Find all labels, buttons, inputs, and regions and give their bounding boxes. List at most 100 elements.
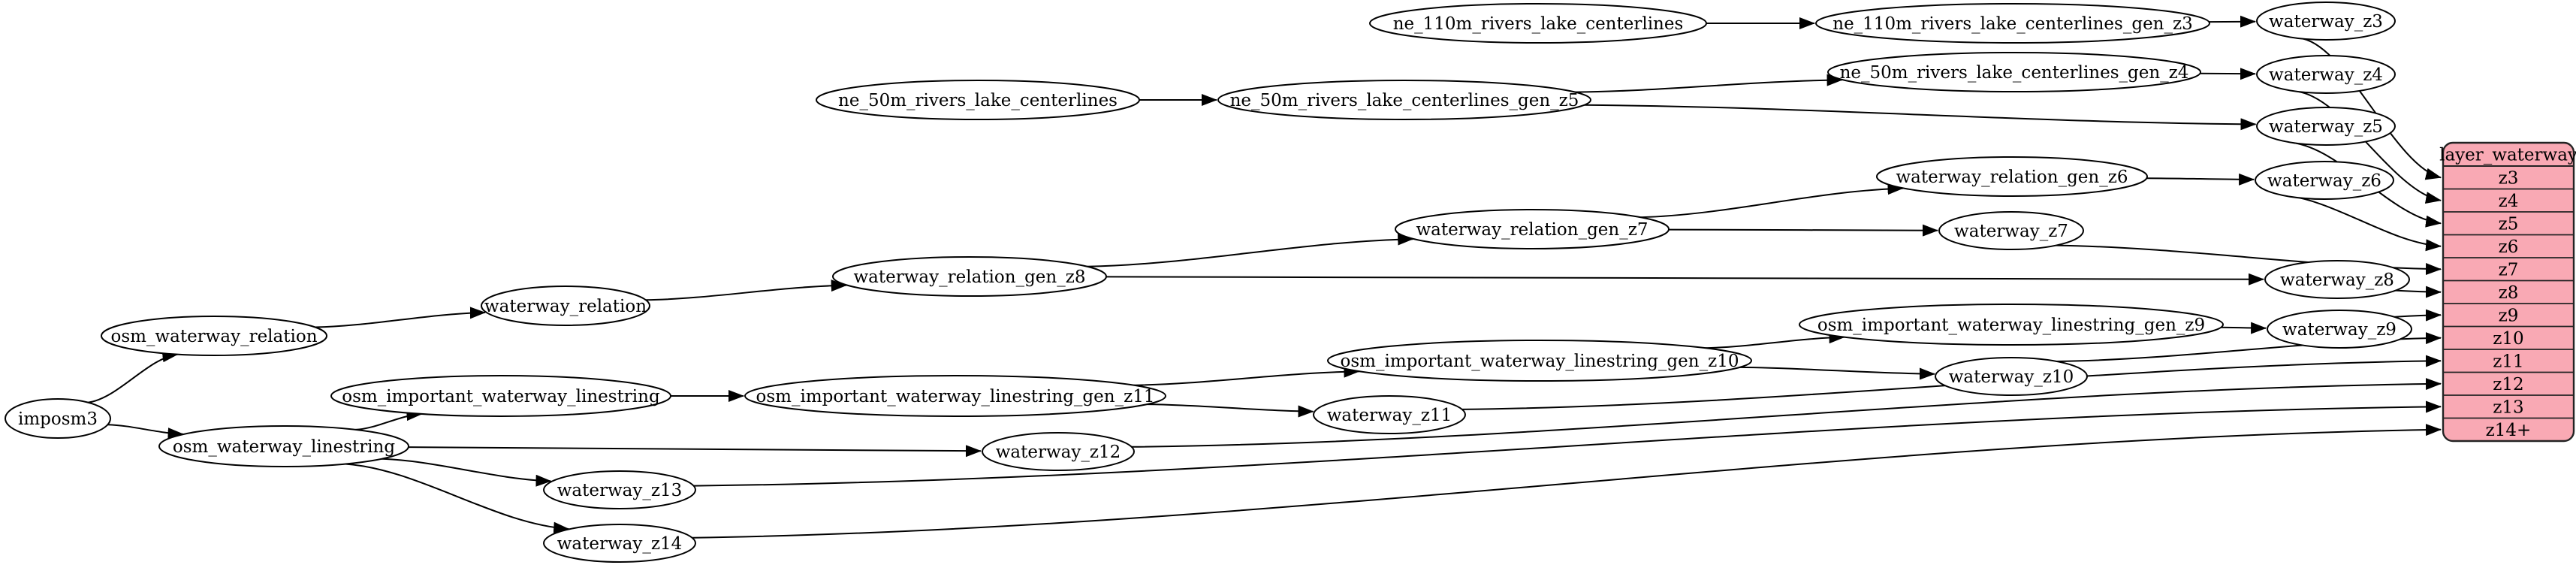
edge-osm_important_waterway_linestring_gen_z11-to-osm_important_waterway_linestring_gen_z10 (1133, 365, 1360, 386)
node-ellipse-ne_110m_rivers_lake_centerlines_gen_z3 (1815, 3, 2210, 44)
node-label-waterway_z14: waterway_z14 (557, 534, 683, 554)
node-waterway_z11: waterway_z11 (1313, 395, 1466, 434)
node-label-osm_important_waterway_linestring_gen_z11: osm_important_waterway_linestring_gen_z1… (756, 387, 1155, 406)
node-label-osm_waterway_relation: osm_waterway_relation (110, 327, 317, 346)
edge-waterway_z6-to-layer_waterway-z6 (2280, 194, 2442, 252)
node-label-waterway_z12: waterway_z12 (996, 443, 1121, 462)
edge-waterway_relation_gen_z8-to-waterway_relation_gen_z7 (1087, 233, 1414, 267)
record-title: layer_waterway (2439, 146, 2576, 165)
node-label-waterway_relation_gen_z7: waterway_relation_gen_z7 (1416, 220, 1648, 240)
node-ellipse-osm_important_waterway_linestring_gen_z10 (1327, 340, 1752, 382)
record-row-z4: z4 (2499, 192, 2519, 211)
node-ellipse-waterway_z10 (1935, 357, 2088, 396)
node-ellipse-waterway_z8 (2264, 260, 2410, 299)
node-osm_important_waterway_linestring_gen_z10: osm_important_waterway_linestring_gen_z1… (1327, 340, 1752, 382)
node-ellipse-waterway_relation_gen_z7 (1395, 209, 1670, 249)
node-imposm3: imposm3 (5, 398, 111, 439)
edge-imposm3-to-osm_waterway_linestring (107, 424, 184, 440)
record-layer-waterway (2442, 141, 2575, 443)
node-ellipse-waterway_z7 (1938, 211, 2084, 250)
edge-imposm3-to-osm_waterway_relation (88, 350, 179, 403)
node-ellipse-waterway_z4 (2256, 55, 2396, 94)
node-osm_important_waterway_linestring_gen_z9: osm_important_waterway_linestring_gen_z9 (1799, 304, 2224, 346)
record-layer: layer_waterwayz3z4z5z6z7z8z9z10z11z12z13… (2439, 141, 2576, 443)
edge-waterway_z14-to-layer_waterway-z14+ (692, 424, 2442, 539)
record-row-z3: z3 (2499, 168, 2519, 188)
node-ellipse-waterway_z9 (2267, 310, 2412, 349)
edge-osm_waterway_relation-to-waterway_relation (315, 307, 486, 328)
node-label-waterway_z4: waterway_z4 (2269, 65, 2383, 85)
node-label-waterway_z7: waterway_z7 (1954, 222, 2068, 241)
node-waterway_z12: waterway_z12 (982, 432, 1135, 471)
node-label-ne_110m_rivers_lake_centerlines: ne_110m_rivers_lake_centerlines (1393, 14, 1684, 34)
node-label-waterway_relation_gen_z8: waterway_relation_gen_z8 (854, 267, 1086, 287)
node-label-waterway_z13: waterway_z13 (557, 481, 683, 500)
node-ellipse-waterway_z3 (2256, 2, 2396, 41)
node-ellipse-waterway_z14 (543, 524, 696, 563)
node-ellipse-waterway_relation_gen_z6 (1876, 156, 2148, 197)
record-row-z9: z9 (2499, 306, 2519, 325)
node-label-ne_50m_rivers_lake_centerlines: ne_50m_rivers_lake_centerlines (838, 91, 1118, 110)
node-label-waterway_z3: waterway_z3 (2269, 12, 2383, 32)
node-waterway_z10: waterway_z10 (1935, 357, 2088, 396)
node-label-osm_waterway_linestring: osm_waterway_linestring (173, 437, 395, 457)
node-label-waterway_z5: waterway_z5 (2269, 117, 2383, 137)
edge-osm_waterway_linestring-to-waterway_z14 (345, 463, 570, 534)
node-label-waterway_z9: waterway_z9 (2282, 320, 2397, 340)
edge-osm_important_waterway_linestring_gen_z11-to-waterway_z11 (1147, 403, 1314, 418)
node-waterway_z8: waterway_z8 (2264, 260, 2410, 299)
node-waterway_relation_gen_z6: waterway_relation_gen_z6 (1876, 156, 2148, 197)
edge-osm_waterway_linestring-to-osm_important_waterway_linestring (355, 409, 423, 431)
node-label-waterway_z6: waterway_z6 (2267, 171, 2381, 191)
node-label-ne_50m_rivers_lake_centerlines_gen_z4: ne_50m_rivers_lake_centerlines_gen_z4 (1840, 63, 2189, 83)
node-label-waterway_z11: waterway_z11 (1327, 406, 1452, 425)
node-ellipse-waterway_z6 (2255, 161, 2394, 200)
node-ne_50m_rivers_lake_centerlines_gen_z5: ne_50m_rivers_lake_centerlines_gen_z5 (1217, 80, 1591, 120)
node-ellipse-osm_important_waterway_linestring (330, 375, 671, 417)
node-ellipse-waterway_z13 (543, 470, 696, 509)
node-osm_important_waterway_linestring_gen_z11: osm_important_waterway_linestring_gen_z1… (744, 375, 1166, 417)
node-ellipse-ne_50m_rivers_lake_centerlines_gen_z4 (1827, 52, 2201, 92)
node-osm_waterway_linestring: osm_waterway_linestring (158, 425, 409, 467)
edge-waterway_relation_gen_z8-to-waterway_z8 (1106, 273, 2264, 286)
node-ellipse-ne_110m_rivers_lake_centerlines (1369, 3, 1707, 44)
edge-waterway_relation-to-waterway_relation_gen_z8 (645, 279, 847, 301)
record-row-z13: z13 (2493, 397, 2523, 417)
node-label-waterway_relation_gen_z6: waterway_relation_gen_z6 (1896, 168, 2128, 187)
node-ne_50m_rivers_lake_centerlines_gen_z4: ne_50m_rivers_lake_centerlines_gen_z4 (1827, 52, 2201, 92)
node-label-waterway_relation: waterway_relation (484, 297, 647, 316)
node-ellipse-waterway_z11 (1313, 395, 1466, 434)
record-row-z7: z7 (2499, 260, 2519, 279)
record-row-z12: z12 (2493, 375, 2523, 394)
node-ellipse-osm_important_waterway_linestring_gen_z9 (1799, 304, 2224, 346)
record-row-z14+: z14+ (2486, 421, 2532, 440)
edge-waterway_z3-to-layer_waterway-z3 (2303, 38, 2442, 180)
node-waterway_relation_gen_z7: waterway_relation_gen_z7 (1395, 209, 1670, 249)
node-waterway_z7: waterway_z7 (1938, 211, 2084, 250)
node-label-waterway_z10: waterway_z10 (1949, 367, 2074, 387)
node-waterway_z3: waterway_z3 (2256, 2, 2396, 41)
edge-osm_waterway_linestring-to-waterway_z13 (381, 458, 552, 487)
node-label-waterway_z8: waterway_z8 (2280, 270, 2394, 290)
record-row-z8: z8 (2499, 283, 2519, 303)
record-row-z10: z10 (2493, 329, 2523, 349)
nodes-layer: imposm3 osm_waterway_relation osm_waterway… (5, 2, 2412, 563)
edge-waterway_z4-to-layer_waterway-z4 (2298, 91, 2442, 204)
edge-osm_important_waterway_linestring_gen_z10-to-waterway_z10 (1739, 366, 1935, 380)
node-waterway_z14: waterway_z14 (543, 524, 696, 563)
edge-waterway_z12-to-layer_waterway-z12 (1131, 378, 2442, 448)
node-label-ne_50m_rivers_lake_centerlines_gen_z5: ne_50m_rivers_lake_centerlines_gen_z5 (1230, 91, 1579, 110)
node-osm_important_waterway_linestring: osm_important_waterway_linestring (330, 375, 671, 417)
record-row-z11: z11 (2493, 352, 2523, 371)
node-waterway_z13: waterway_z13 (543, 470, 696, 509)
node-ellipse-waterway_z5 (2256, 107, 2396, 146)
node-label-osm_important_waterway_linestring: osm_important_waterway_linestring (342, 387, 660, 406)
node-ellipse-imposm3 (5, 398, 111, 439)
node-label-ne_110m_rivers_lake_centerlines_gen_z3: ne_110m_rivers_lake_centerlines_gen_z3 (1832, 14, 2193, 34)
edge-waterway_relation_gen_z7-to-waterway_z7 (1668, 224, 1938, 237)
node-label-osm_important_waterway_linestring_gen_z9: osm_important_waterway_linestring_gen_z9 (1817, 316, 2205, 335)
node-ellipse-ne_50m_rivers_lake_centerlines_gen_z5 (1217, 80, 1591, 120)
node-ne_50m_rivers_lake_centerlines: ne_50m_rivers_lake_centerlines (816, 80, 1140, 120)
